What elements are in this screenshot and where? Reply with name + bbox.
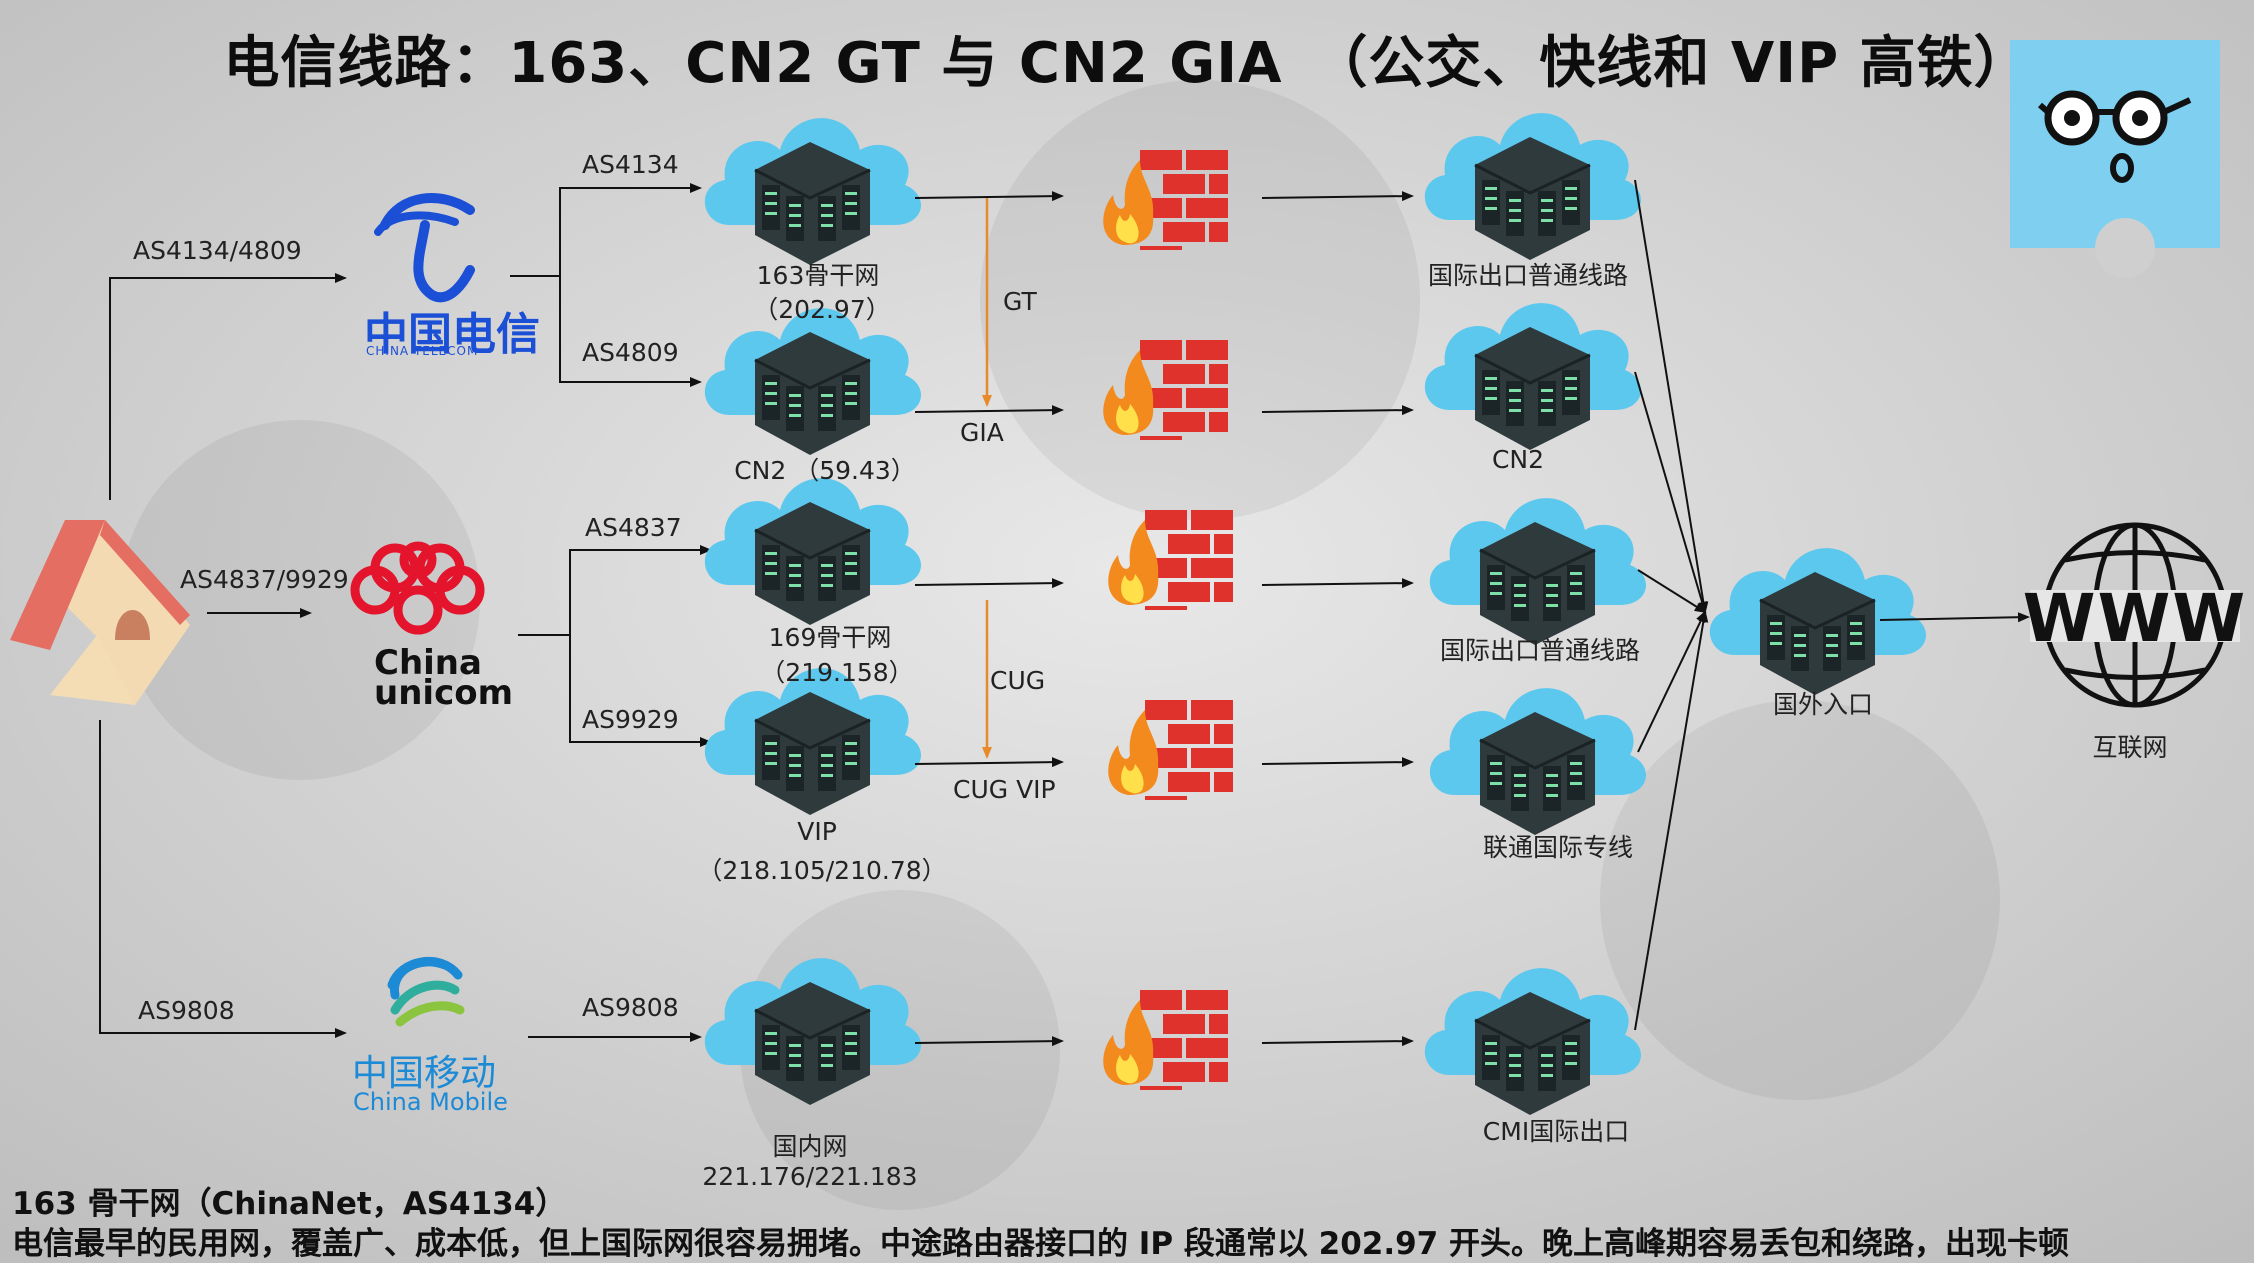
- firewall-exit-edges: [1261, 191, 1414, 1047]
- mascot-logo: [2010, 40, 2220, 278]
- telecom-name-cn: 中国电信: [364, 309, 540, 360]
- foreign-entry-label: 国外入口: [1772, 690, 1874, 719]
- edge-label-cug-vip: CUG VIP: [953, 775, 1056, 804]
- backbone-163-ip: （202.97）: [753, 295, 891, 324]
- unicom-name-line2: unicom: [374, 673, 514, 713]
- unicom-fork: [518, 545, 712, 747]
- www-backplate: [2030, 590, 2240, 642]
- edge-label-unicom-169: AS4837: [585, 513, 682, 542]
- internet-label: 互联网: [2092, 733, 2168, 762]
- converge-edges: [1634, 179, 1709, 1031]
- telecom-name-en: CHINA TELECOM: [366, 344, 479, 358]
- exit-label-4: 联通国际专线: [1482, 833, 1634, 862]
- backbone-169-label: 169骨干网: [768, 623, 892, 652]
- edge-label-gt: GT: [1003, 287, 1037, 316]
- backbone-cn2-label: CN2 （59.43）: [734, 456, 916, 485]
- telecom-fork: [510, 183, 702, 387]
- exit-label-3: 国际出口普通线路: [1439, 636, 1641, 665]
- unicom-name-line1: China: [374, 643, 482, 683]
- edge-label-mobile-domestic: AS9808: [582, 993, 679, 1022]
- backbone-domestic-label: 国内网: [772, 1132, 848, 1161]
- edge-label-unicom-vip: AS9929: [582, 705, 679, 734]
- exit-label-5: CMI国际出口: [1482, 1117, 1630, 1146]
- edge-label-telecom-cn2: AS4809: [582, 338, 679, 367]
- backbone-firewall-edges: [914, 191, 1064, 1047]
- backbone-vip-ip: （218.105/210.78）: [697, 856, 947, 885]
- edge-label-cug: CUG: [990, 666, 1046, 695]
- edge-label-gia: GIA: [960, 418, 1004, 447]
- china-unicom-logo: [350, 541, 485, 635]
- edge-home-telecom: [109, 273, 347, 500]
- backbone-domestic-ip: 221.176/221.183: [702, 1162, 918, 1191]
- mobile-name-cn: 中国移动: [352, 1053, 497, 1094]
- edge-label-home-unicom: AS4837/9929: [180, 565, 349, 594]
- exit-label-1: 国际出口普通线路: [1427, 261, 1629, 290]
- www-text: WWW: [2022, 580, 2248, 657]
- mobile-name-en: China Mobile: [353, 1088, 508, 1116]
- backbone-vip-label: VIP: [797, 817, 837, 846]
- edge-entry-internet: [1879, 612, 2030, 623]
- footer-description: 电信最早的民用网，覆盖广、成本低，但上国际网很容易拥堵。中途路由器接口的 IP …: [12, 1226, 2070, 1262]
- home-icon: [10, 520, 190, 705]
- backbone-169-ip: （219.158）: [760, 658, 914, 687]
- footer-heading: 163 骨干网（ChinaNet，AS4134）: [12, 1186, 567, 1222]
- china-mobile-logo: [387, 956, 465, 1027]
- edge-home-mobile: [99, 720, 347, 1038]
- china-telecom-logo: [374, 193, 475, 303]
- edge-label-home-mobile: AS9808: [138, 996, 235, 1025]
- page-title: 电信线路：163、CN2 GT 与 CN2 GIA （公交、快线和 VIP 高铁…: [223, 31, 2031, 96]
- edge-label-home-telecom: AS4134/4809: [133, 236, 302, 265]
- exit-label-2: CN2: [1491, 445, 1545, 474]
- edge-label-telecom-163: AS4134: [582, 150, 679, 179]
- backbone-163-label: 163骨干网: [756, 261, 880, 290]
